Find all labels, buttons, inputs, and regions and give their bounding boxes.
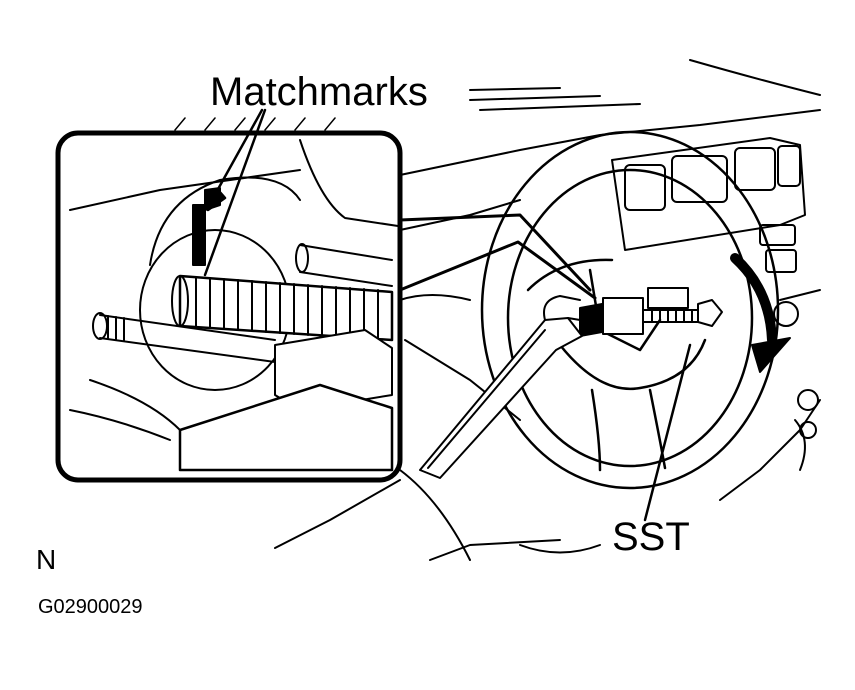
matchmarks-label: Matchmarks	[210, 70, 428, 114]
rotation-arrow	[730, 253, 791, 373]
steering-wheel	[480, 130, 780, 490]
figure-code: G02900029	[38, 596, 143, 618]
wrench	[419, 295, 593, 479]
inset-detail	[69, 139, 399, 472]
dashboard-outline	[274, 59, 821, 561]
callout-lines	[398, 213, 597, 300]
sst-label: SST	[612, 515, 690, 559]
matchmarks-leader-lines	[203, 108, 267, 277]
sst-tool	[579, 287, 723, 337]
sst-leader-line	[643, 343, 692, 522]
instrument-cluster	[611, 137, 819, 439]
view-label: N	[36, 544, 57, 575]
hatch-marks	[174, 117, 336, 131]
